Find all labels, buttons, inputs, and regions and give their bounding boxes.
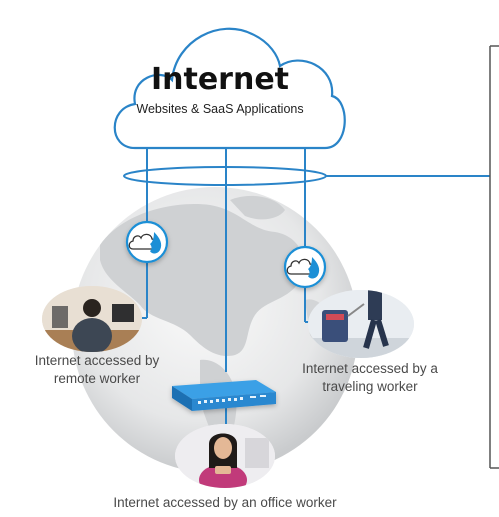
cloud-flame-icon [283,245,327,289]
tunnel-ring [123,166,327,186]
caption-line: Internet accessed by [34,353,160,368]
cloud-subtitle: Websites & SaaS Applications [136,102,304,116]
remote-worker-caption: Internet accessed by remote worker [22,352,172,388]
cloud-flame-icon [125,220,169,264]
office-worker-photo [175,424,275,488]
internet-cloud [113,27,346,150]
caption-line: traveling worker [322,379,418,394]
caption-line: remote worker [53,371,141,386]
cloud-title: Internet [150,62,290,97]
office-worker-caption: Internet accessed by an office worker [113,495,337,510]
traveling-worker-caption: Internet accessed by a traveling worker [296,360,444,396]
right-bracket [489,45,499,469]
caption-line: Internet accessed by a [302,361,438,376]
firewall-appliance-icon [172,380,276,411]
traveling-worker-photo [308,290,414,358]
remote-worker-photo [42,286,142,352]
